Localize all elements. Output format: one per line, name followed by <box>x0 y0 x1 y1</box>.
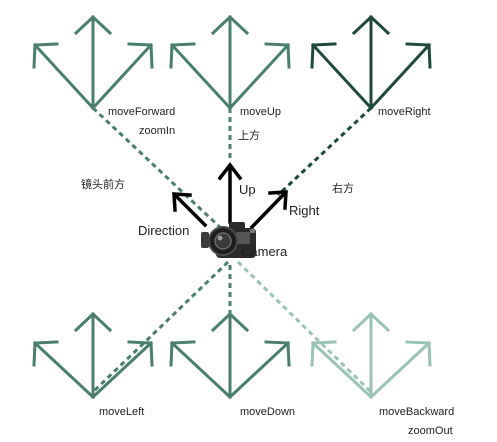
labels: moveForward zoomIn moveUp 上方 moveRight 镜… <box>81 106 454 437</box>
label-right-cn: 右方 <box>332 181 354 195</box>
arrow-fan-down-icon <box>169 311 291 400</box>
connector-right <box>276 106 373 197</box>
connector-lines <box>91 106 373 394</box>
camera-axes <box>172 162 288 230</box>
label-zoom-out: zoomOut <box>408 425 453 437</box>
arrow-fan-left-icon <box>32 311 154 400</box>
label-direction: Direction <box>138 223 189 238</box>
label-move-left: moveLeft <box>99 406 144 418</box>
connector-left <box>91 260 230 394</box>
label-up-cn: 上方 <box>238 128 260 142</box>
label-move-forward: moveForward <box>108 106 175 118</box>
connector-backward <box>236 260 373 394</box>
right-axis-arrow-icon <box>249 190 288 230</box>
label-move-backward: moveBackward <box>379 406 454 418</box>
camera-icon <box>201 222 256 258</box>
label-move-right: moveRight <box>378 106 431 118</box>
label-zoom-in: zoomIn <box>139 125 175 137</box>
arrow-fan-forward-icon <box>32 14 154 111</box>
up-axis-arrow-icon <box>217 162 243 224</box>
label-camera: Camera <box>241 244 288 259</box>
label-move-up: moveUp <box>240 106 281 118</box>
label-right: Right <box>289 203 320 218</box>
arrow-fan-up-icon <box>169 14 291 111</box>
label-move-down: moveDown <box>240 406 295 418</box>
arrow-fan-backward-icon <box>310 311 432 400</box>
direction-axis-arrow-icon <box>172 192 208 228</box>
label-front-cn: 镜头前方 <box>81 177 125 191</box>
label-up: Up <box>239 182 256 197</box>
connector-forward <box>91 106 227 234</box>
arrow-fan-right-icon <box>310 14 432 111</box>
